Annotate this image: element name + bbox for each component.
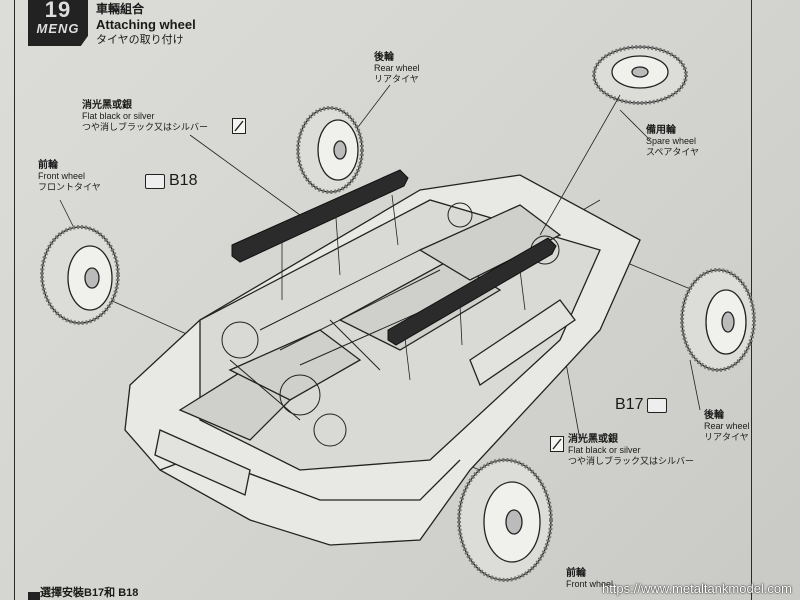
part-b18-shape — [231, 169, 409, 300]
part-b17-label: B17 — [615, 396, 644, 413]
part-badge-b18: B18 — [145, 172, 197, 190]
step-badge: 19 MENG — [28, 0, 88, 46]
swap-arrows-icon — [647, 397, 668, 413]
part-b18-label: B18 — [169, 172, 198, 189]
paint-brush-icon — [550, 436, 564, 452]
watermark: https://www.metaltankmodel.com — [601, 581, 792, 596]
label-front-wheel-bottom: 前輪 Front wheel — [566, 568, 614, 589]
title-cn: 車輛組合 — [96, 2, 145, 16]
label-rear-wheel-top: 後輪 Rear wheel リアタイヤ — [374, 52, 420, 84]
label-rear-wheel-right: 後輪 Rear wheel リアタイヤ — [704, 410, 750, 442]
swap-arrows-icon — [145, 173, 165, 189]
wheels — [40, 45, 756, 582]
step-number: 19 — [44, 0, 72, 22]
footer-note: 選擇安裝B17和 B18 — [40, 587, 139, 599]
title-jp: タイヤの取り付け — [96, 34, 184, 46]
label-front-wheel-left: 前輪 Front wheel フロントタイヤ — [38, 160, 101, 192]
label-paint-top: 消光黑或銀 Flat black or silver つや消しブラック又はシルバ… — [82, 100, 209, 132]
brand-logo: MENG — [36, 21, 80, 36]
part-b17-shape — [387, 237, 557, 381]
paint-brush-icon — [232, 118, 246, 134]
title-en: Attaching wheel — [96, 17, 196, 32]
note-icon — [28, 592, 40, 600]
label-spare-wheel: 備用輪 Spare wheel スペアタイヤ — [646, 125, 700, 157]
part-badge-b17: B17 — [615, 396, 668, 414]
step-title: 車輛組合 Attaching wheel タイヤの取り付け — [96, 2, 196, 48]
label-paint-bottom: 消光黑或銀 Flat black or silver つや消しブラック又はシルバ… — [568, 434, 695, 466]
